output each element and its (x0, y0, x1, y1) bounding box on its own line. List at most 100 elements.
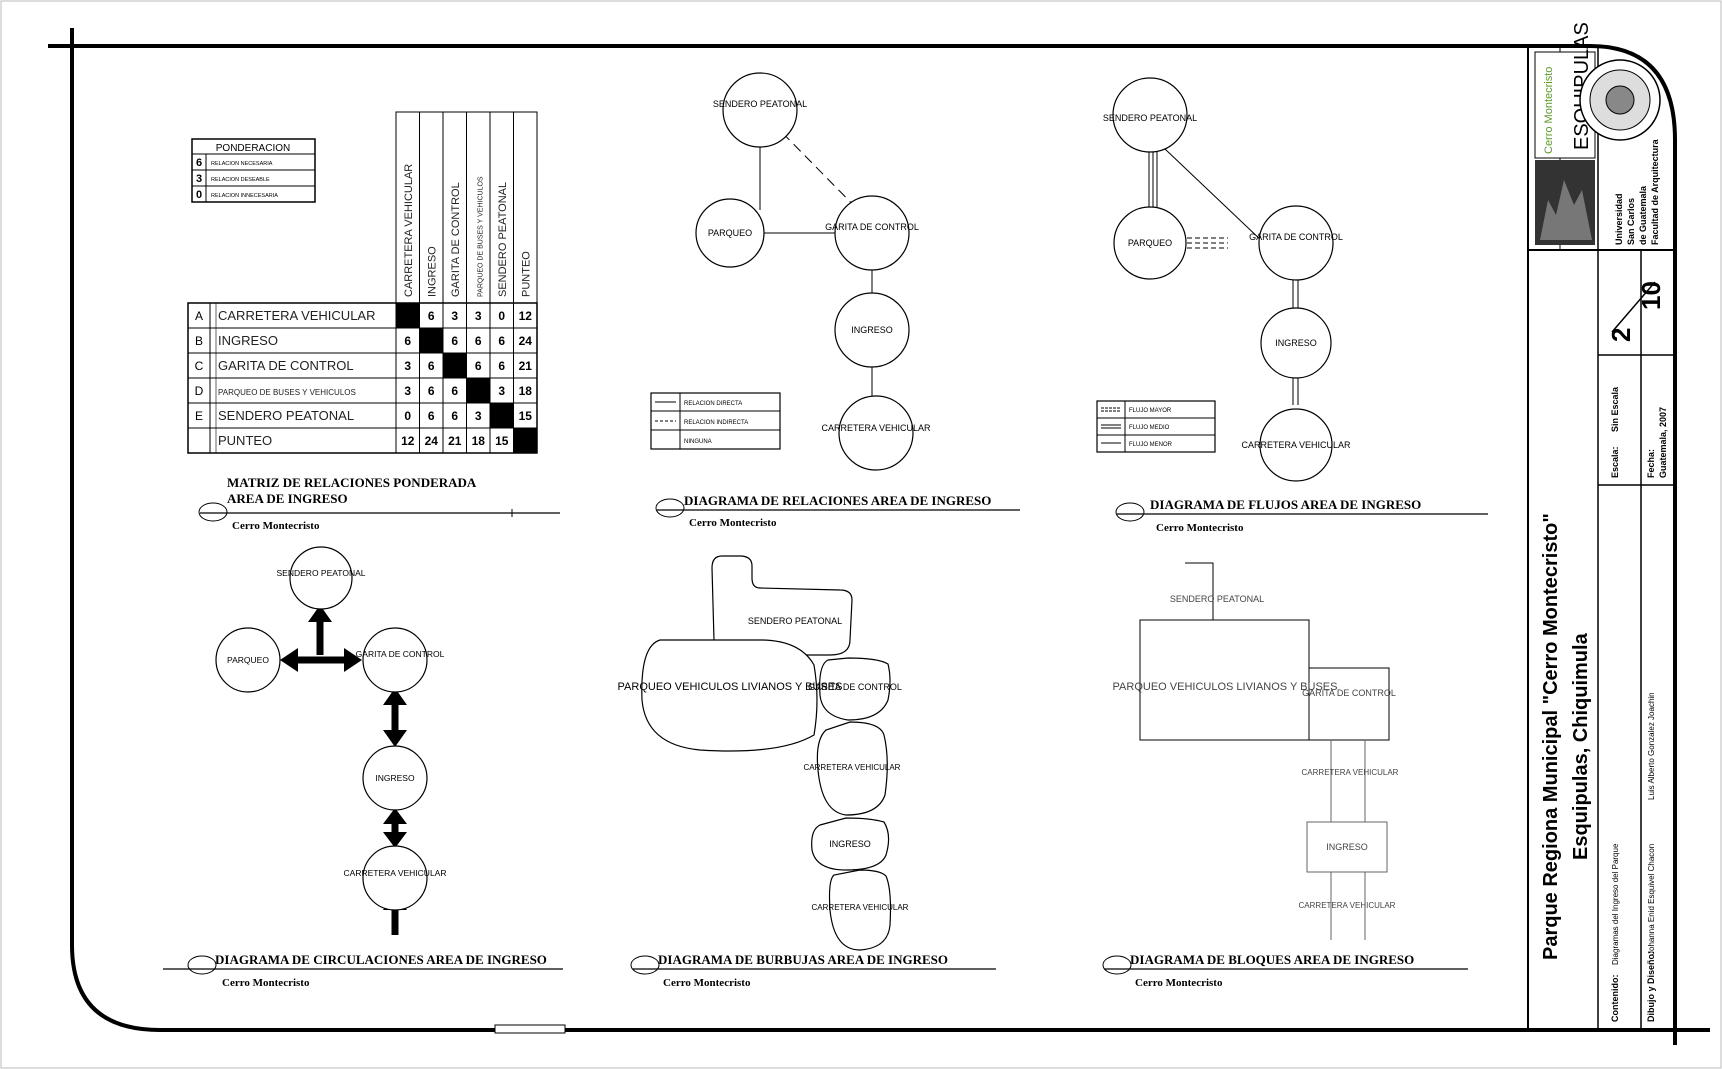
matrix-cell-value: 6 (475, 334, 482, 348)
circulaciones-diagram: SENDERO PEATONAL PARQUEO GARITA DE CONTR… (163, 547, 563, 989)
matrix-cell-value: 21 (448, 434, 462, 448)
node-label: CARRETERA VEHICULAR (1241, 440, 1351, 450)
node-label: CARRETERA VEHICULAR (821, 423, 931, 433)
node-label: CARRETERA VEHICULAR (804, 763, 901, 772)
matrix-cell-value: 18 (472, 434, 486, 448)
legend-text: RELACION NECESARIA (211, 161, 273, 167)
matrix-cell-value: 6 (451, 409, 458, 423)
matrix-row-letter: A (195, 309, 203, 323)
logo-small-text: Cerro Montecristo (1543, 67, 1555, 154)
legend-text: FLUJO MAYOR (1129, 408, 1172, 414)
flujos-subtitle: Cerro Montecristo (1156, 522, 1244, 534)
bloques-subtitle: Cerro Montecristo (1135, 977, 1223, 989)
node-label: CARRETERA VEHICULAR (1302, 768, 1399, 777)
matrix-cell-value: 6 (451, 384, 458, 398)
matrix-cell-value: 6 (428, 384, 435, 398)
escala-value: Sin Escala (1610, 386, 1620, 432)
dibujo-value: Johanna Enid Esquivel Chacon (1647, 844, 1656, 955)
matrix-row-letter: E (195, 409, 203, 423)
matrix-row-letter: B (195, 334, 203, 348)
escala-label: Escala: (1610, 446, 1620, 478)
matrix-cell-value: 0 (498, 309, 505, 323)
node-garita (835, 196, 909, 270)
legend-text: RELACION DIRECTA (684, 401, 742, 407)
matrix-cell-value: 24 (425, 434, 439, 448)
matrix-cell-value: 6 (428, 309, 435, 323)
burbujas-subtitle: Cerro Montecristo (663, 977, 751, 989)
matrix-cell-value: 3 (451, 309, 458, 323)
matrix-cell-value: 21 (519, 359, 533, 373)
node-label: PARQUEO (708, 228, 752, 238)
fecha-label: Fecha: (1646, 449, 1656, 478)
node-label: SENDERO PEATONAL (1103, 113, 1197, 123)
matrix-cell-value: 3 (404, 384, 411, 398)
matrix-row-letter: C (195, 359, 204, 373)
matrix-column-header: CARRETERA VEHICULAR (403, 164, 415, 297)
sheet-total: 10 (1636, 281, 1666, 310)
matrix-cell-value: 6 (428, 409, 435, 423)
node-label: CARRETERA VEHICULAR (1299, 901, 1396, 910)
node-sendero (723, 73, 797, 147)
legend-text: FLUJO MEDIO (1129, 425, 1170, 431)
node-label: GARITA DE CONTROL (825, 222, 919, 232)
matrix-diagonal-cell (467, 378, 491, 403)
matrix-column-header: GARITA DE CONTROL (450, 182, 462, 297)
node-label: PARQUEO (1128, 238, 1172, 248)
matrix-title-line2: AREA DE INGRESO (227, 491, 348, 506)
matrix-cell-value: 18 (519, 384, 533, 398)
node-label: GARITA DE CONTROL (1249, 232, 1343, 242)
node-carretera (839, 396, 913, 470)
matrix-diagonal-cell (490, 403, 514, 428)
node-label: INGRESO (851, 325, 893, 335)
university-line: de Guatemala (1638, 185, 1648, 245)
node-label: SENDERO PEATONAL (1170, 594, 1264, 604)
university-line: Universidad (1614, 193, 1624, 245)
matrix-legend: PONDERACION 6 RELACION NECESARIA 3 RELAC… (192, 139, 315, 202)
relaciones-subtitle: Cerro Montecristo (689, 517, 777, 529)
matrix-row-label: PARQUEO DE BUSES Y VEHICULOS (218, 388, 356, 397)
title-block: ESQUIPULAS Cerro Montecristo Universidad… (1535, 22, 1668, 1022)
matrix-title: MATRIZ DE RELACIONES PONDERADA AREA DE I… (199, 475, 560, 532)
node-label: SENDERO PEATONAL (713, 99, 807, 109)
node-label: GARITA DE CONTROL (1302, 688, 1396, 698)
matrix-cell-value: 0 (404, 409, 411, 423)
matrix-cell-value: 15 (495, 434, 509, 448)
matrix-title-line1: MATRIZ DE RELACIONES PONDERADA (227, 475, 477, 490)
legend-text: RELACION DESEABLE (211, 177, 270, 183)
project-title: Parque Regiona Municipal "Cerro Montecri… (1540, 513, 1562, 960)
matrix-cell-value: 24 (519, 334, 533, 348)
matrix-cell-value: 3 (475, 409, 482, 423)
node-label: SENDERO PEATONAL (748, 616, 842, 626)
matrix-column-header: SENDERO PEATONAL (497, 182, 509, 297)
matrix-row-letter: D (195, 384, 204, 398)
flujos-diagram: SENDERO PEATONAL PARQUEO GARITA DE CONTR… (1097, 78, 1488, 534)
matrix-row-label: GARITA DE CONTROL (218, 358, 354, 373)
node-label: CARRETERA VEHICULAR (344, 868, 447, 878)
matrix-cell-value: 6 (404, 334, 411, 348)
matrix-row-label: INGRESO (218, 333, 278, 348)
matrix-cell-value: 6 (475, 359, 482, 373)
node-label: GARITA DE CONTROL (356, 649, 445, 659)
dibujo-value: Luis Alberto Gonzalez Joachin (1647, 692, 1656, 800)
matrix-row-label: PUNTEO (218, 433, 272, 448)
university-line: Facultad de Arquitectura (1650, 138, 1660, 245)
node-label: PARQUEO (227, 655, 269, 665)
matrix-cell-value: 6 (498, 359, 505, 373)
burbujas-title: DIAGRAMA DE BURBUJAS AREA DE INGRESO (658, 952, 948, 967)
matrix-column-header: PARQUEO DE BUSES Y VEHICULOS (477, 176, 484, 297)
bloques-diagram (1140, 563, 1389, 940)
matrix-legend-title: PONDERACION (216, 143, 290, 154)
legend-code: 0 (196, 189, 202, 201)
matrix-cell-value: 12 (401, 434, 415, 448)
legend-code: 3 (196, 173, 202, 185)
sheet-number: 2 (1606, 328, 1636, 342)
matrix-cell-value: 6 (428, 359, 435, 373)
matrix-cell-value: 3 (404, 359, 411, 373)
matrix-cell-value: 12 (519, 309, 533, 323)
node-label: INGRESO (375, 773, 415, 783)
node-label: CARRETERA VEHICULAR (812, 903, 909, 912)
flujos-title: DIAGRAMA DE FLUJOS AREA DE INGRESO (1150, 497, 1421, 512)
node-label: INGRESO (1326, 842, 1368, 852)
matrix-cell-value: 3 (475, 309, 482, 323)
legend-text: RELACION INNECESARIA (211, 193, 278, 199)
